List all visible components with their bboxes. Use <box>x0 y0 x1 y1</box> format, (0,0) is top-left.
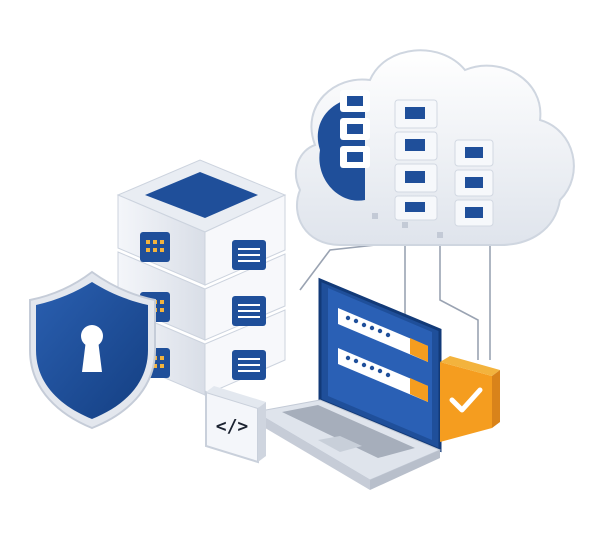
keyboard <box>282 405 415 458</box>
trackpad <box>318 436 362 452</box>
login-form <box>338 308 428 402</box>
check-badge-icon <box>440 356 500 442</box>
code-icon: </> <box>205 386 266 464</box>
code-symbol: </> <box>216 416 249 437</box>
database-server-icon <box>116 159 287 396</box>
laptop-login-icon <box>253 277 442 490</box>
cloud-server-icon <box>295 49 575 246</box>
keyhole-shield-icon <box>29 270 156 430</box>
cloud-drawer-column-3 <box>454 139 494 227</box>
cloud-drawer-column-1 <box>340 90 370 168</box>
cloud-drawer-column-2 <box>394 99 438 221</box>
